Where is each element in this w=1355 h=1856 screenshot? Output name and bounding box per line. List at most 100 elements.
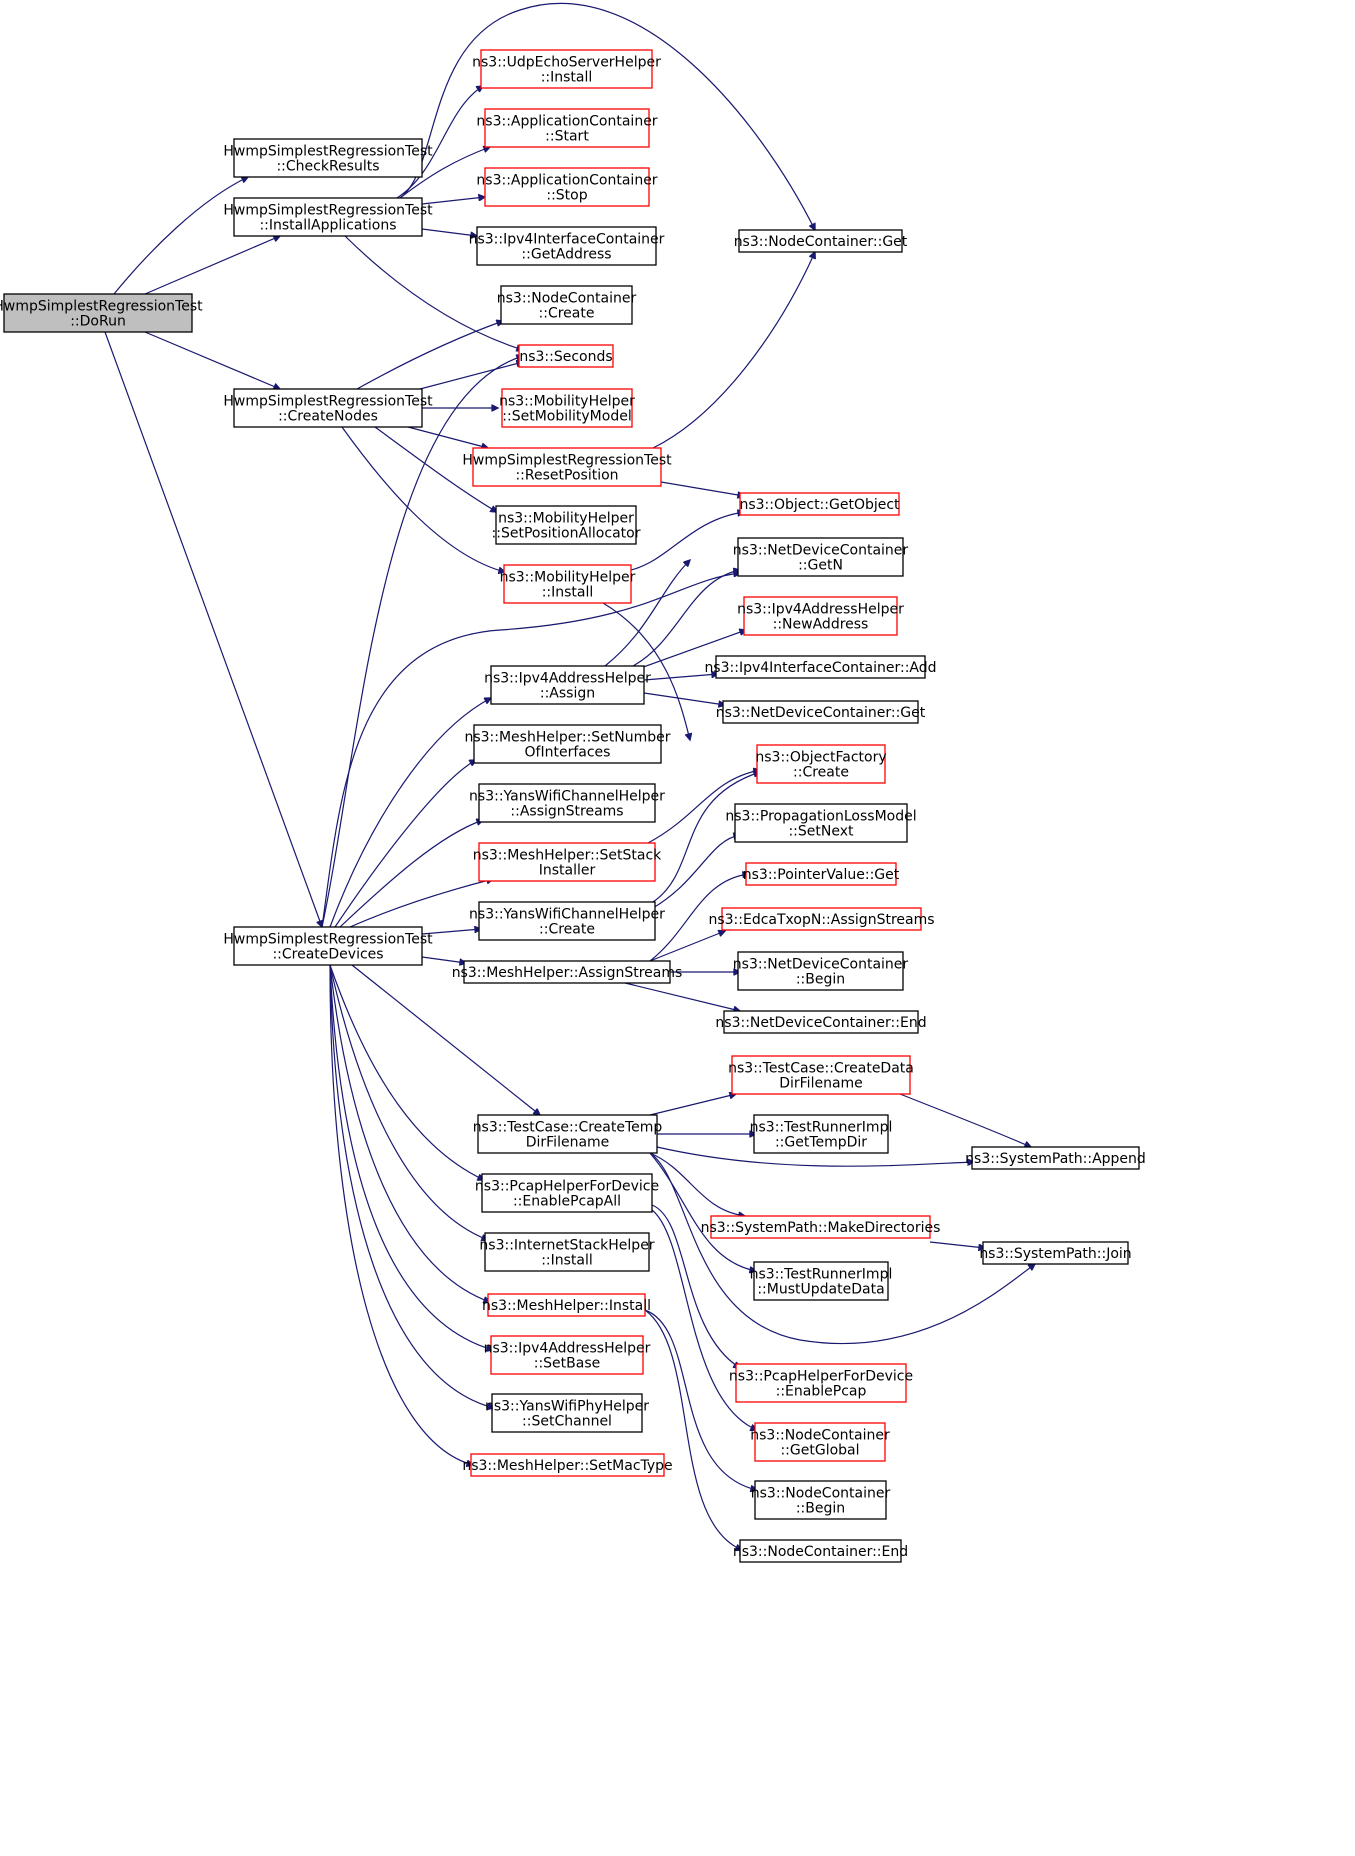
node-label-line: ns3::SystemPath::Join [979, 1246, 1131, 1262]
node-n46[interactable]: ns3::PcapHelperForDevice::EnablePcap [729, 1363, 913, 1403]
node-label-line: ::SetPositionAllocator [492, 526, 641, 542]
node-label-line: ns3::TestRunnerImpl [750, 1120, 893, 1136]
node-label-line: ::GetAddress [521, 247, 611, 263]
node-label-line: ns3::MobilityHelper [499, 394, 635, 410]
node-n22[interactable]: ns3::PcapHelperForDevice::EnablePcapAll [475, 1173, 659, 1213]
node-label-line: HwmpSimplestRegressionTest [223, 144, 433, 160]
node-n7[interactable]: ns3::ApplicationContainer::Stop [476, 167, 658, 207]
node-n8[interactable]: ns3::Ipv4InterfaceContainer::GetAddress [469, 226, 665, 266]
node-n27[interactable]: ns3::MeshHelper::SetMacType [462, 1453, 673, 1477]
node-n13[interactable]: ns3::MobilityHelper::SetPositionAllocato… [492, 505, 641, 545]
node-n32[interactable]: ns3::Ipv4InterfaceContainer::Add [704, 655, 937, 679]
edges-layer [104, 3, 1035, 1550]
node-n35[interactable]: ns3::PropagationLossModel::SetNext [725, 803, 917, 843]
node-n37[interactable]: ns3::EdcaTxopN::AssignStreams [708, 907, 935, 931]
node-n3[interactable]: HwmpSimplestRegressionTest::CreateNodes [223, 388, 433, 428]
node-label-line: HwmpSimplestRegressionTest [223, 932, 433, 948]
node-n1[interactable]: HwmpSimplestRegressionTest::CheckResults [223, 138, 433, 178]
node-label-line: ns3::NetDeviceContainer [733, 957, 909, 973]
node-box [487, 1293, 646, 1317]
node-box [721, 907, 922, 931]
node-label-line: ::CreateDevices [272, 947, 383, 963]
node-n28[interactable]: ns3::NodeContainer::Get [734, 229, 908, 253]
node-n38[interactable]: ns3::NetDeviceContainer::Begin [733, 951, 909, 991]
node-box [501, 388, 633, 428]
edge-n20-to-n37 [649, 931, 725, 962]
node-box [715, 655, 926, 679]
node-n36[interactable]: ns3::PointerValue::Get [743, 862, 900, 886]
node-label-line: ns3::NodeContainer [750, 1428, 890, 1444]
edge-n0-to-n2 [144, 236, 280, 295]
node-label-line: ::Stop [546, 188, 587, 204]
node-label-line: ns3::MeshHelper::SetNumber [464, 730, 670, 746]
node-n26[interactable]: ns3::YansWifiPhyHelper::SetChannel [485, 1393, 649, 1433]
edge-n4-to-n30 [321, 573, 740, 928]
node-label-line: ns3::ObjectFactory [755, 750, 886, 766]
node-n25[interactable]: ns3::Ipv4AddressHelper::SetBase [484, 1335, 651, 1375]
node-label-line: ::Begin [796, 1501, 845, 1517]
node-label-line: ns3::PropagationLossModel [725, 809, 916, 825]
node-n49[interactable]: ns3::NodeContainer::End [733, 1539, 908, 1563]
node-box [739, 492, 900, 516]
edge-n40-to-n42 [899, 1093, 1031, 1147]
node-n39[interactable]: ns3::NetDeviceContainer::End [715, 1010, 927, 1034]
edge-n19-to-n34 [652, 772, 760, 903]
node-n14[interactable]: ns3::MobilityHelper::Install [500, 564, 636, 604]
node-n15[interactable]: ns3::Ipv4AddressHelper::Assign [484, 665, 651, 705]
node-box [503, 564, 632, 604]
node-label-line: ns3::YansWifiChannelHelper [469, 789, 665, 805]
node-n6[interactable]: ns3::ApplicationContainer::Start [476, 108, 658, 148]
edge-n15-to-n33 [643, 692, 725, 705]
edge-n4-to-n17 [339, 820, 483, 928]
node-label-line: ::Begin [796, 972, 845, 988]
node-n42[interactable]: ns3::SystemPath::Append [965, 1146, 1146, 1170]
node-box [233, 926, 423, 966]
node-box [754, 1422, 886, 1462]
node-n24[interactable]: ns3::MeshHelper::Install [482, 1293, 651, 1317]
node-n44[interactable]: ns3::SystemPath::Join [979, 1241, 1132, 1265]
node-n9[interactable]: ns3::NodeContainer::Create [497, 285, 637, 325]
node-n5[interactable]: ns3::UdpEchoServerHelper::Install [472, 49, 661, 89]
node-box [735, 1363, 907, 1403]
node-box [734, 803, 908, 843]
node-label-line: ::Install [541, 70, 593, 86]
node-n4[interactable]: HwmpSimplestRegressionTest::CreateDevice… [223, 926, 433, 966]
node-n20[interactable]: ns3::MeshHelper::AssignStreams [452, 960, 683, 984]
node-n29[interactable]: ns3::Object::GetObject [739, 492, 900, 516]
node-label-line: ::MustUpdateData [757, 1282, 884, 1298]
node-n10[interactable]: ns3::Seconds [518, 344, 614, 368]
edge-n19-to-n35 [652, 835, 740, 909]
node-box [470, 1453, 665, 1477]
node-label-line: ns3::PointerValue::Get [743, 867, 900, 883]
node-n41[interactable]: ns3::TestRunnerImpl::GetTempDir [750, 1114, 893, 1154]
node-n11[interactable]: ns3::MobilityHelper::SetMobilityModel [499, 388, 635, 428]
node-n48[interactable]: ns3::NodeContainer::Begin [751, 1480, 891, 1520]
node-n0[interactable]: HwmpSimplestRegressionTest::DoRun [0, 293, 203, 333]
node-box [3, 293, 193, 333]
node-box [476, 226, 657, 266]
node-label-line: ns3::EdcaTxopN::AssignStreams [708, 912, 934, 928]
node-n2[interactable]: HwmpSimplestRegressionTest::InstallAppli… [223, 197, 433, 237]
node-label-line: ::Assign [540, 686, 595, 702]
node-n47[interactable]: ns3::NodeContainer::GetGlobal [750, 1422, 890, 1462]
node-n23[interactable]: ns3::InternetStackHelper::Install [479, 1232, 655, 1272]
node-n34[interactable]: ns3::ObjectFactory::Create [755, 744, 887, 784]
node-n31[interactable]: ns3::Ipv4AddressHelper::NewAddress [737, 596, 904, 636]
node-label-line: ns3::YansWifiChannelHelper [469, 907, 665, 923]
node-n30[interactable]: ns3::NetDeviceContainer::GetN [733, 537, 909, 577]
node-n33[interactable]: ns3::NetDeviceContainer::Get [716, 700, 926, 724]
node-label-line: ns3::PcapHelperForDevice [475, 1179, 659, 1195]
node-n43[interactable]: ns3::SystemPath::MakeDirectories [701, 1215, 941, 1239]
edge-n14-to-n29 [630, 512, 744, 571]
node-n17[interactable]: ns3::YansWifiChannelHelper::AssignStream… [469, 783, 665, 823]
node-n12[interactable]: HwmpSimplestRegressionTest::ResetPositio… [462, 447, 672, 487]
node-n45[interactable]: ns3::TestRunnerImpl::MustUpdateData [750, 1261, 893, 1301]
node-label-line: DirFilename [779, 1076, 863, 1092]
node-box [491, 1393, 643, 1433]
node-box [490, 665, 645, 705]
node-n19[interactable]: ns3::YansWifiChannelHelper::Create [469, 901, 665, 941]
